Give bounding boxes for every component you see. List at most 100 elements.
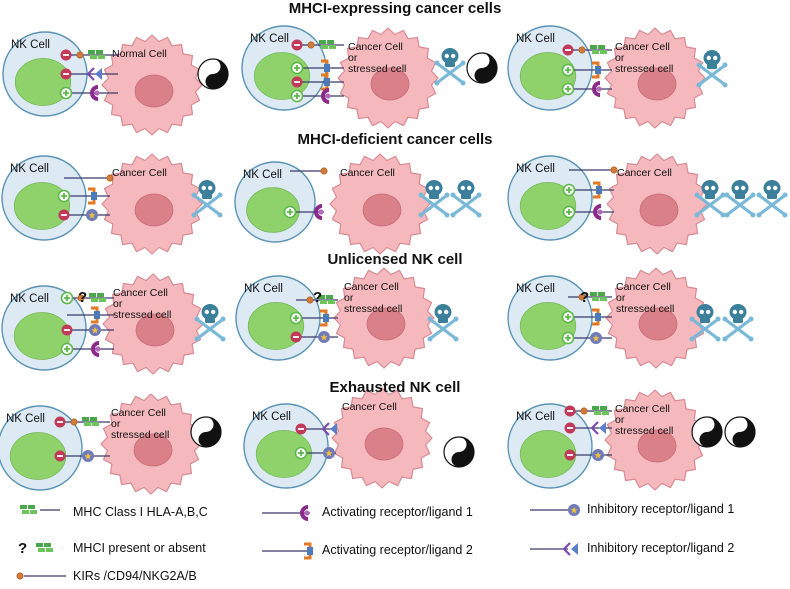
nk-cell-nucleus: [255, 430, 313, 478]
skull-crossbones-icon: [427, 304, 459, 342]
activating-receptor-1-icon: [321, 88, 331, 104]
inhibitory-receptor-1-icon: [82, 450, 94, 462]
skull-crossbones-icon: [191, 180, 223, 218]
plus-icon: [289, 311, 303, 325]
kir-receptor-icon: [320, 167, 328, 175]
inhibitory-receptor-2-icon: [86, 67, 102, 81]
nk-cell-label: NK Cell: [516, 33, 555, 45]
mhc-class-i-icon: [88, 50, 105, 59]
target-cell-nucleus: [639, 193, 679, 227]
nk-cell-nucleus: [247, 302, 305, 350]
kir-receptor-icon: [578, 293, 586, 301]
receptor-pairs: [297, 40, 344, 104]
activating-receptor-2-icon: [592, 308, 601, 326]
minus-icon: [562, 44, 574, 56]
receptor-pairs: [66, 50, 118, 101]
plus-icon: [283, 205, 297, 219]
target-cell-nucleus: [364, 427, 404, 461]
skull-crossbones-icon: [450, 180, 482, 218]
minus-icon: [291, 39, 303, 51]
nk-cell: NK Cell: [234, 161, 316, 243]
nk-cell: NK Cell: [1, 155, 87, 241]
target-cell-label: Cancer Cell: [615, 41, 670, 53]
plus-icon: [60, 291, 74, 305]
mhc-class-i-icon: [590, 292, 607, 301]
target-cell-nucleus: [637, 429, 677, 463]
nk-cell: NK Cell: [0, 405, 83, 491]
cancer-cell: Cancer Cell: [329, 153, 431, 255]
kir-receptor-icon: [610, 166, 618, 174]
question-mark: ?: [313, 289, 322, 306]
activating-receptor-2-icon: [592, 61, 601, 79]
mhc-class-i-icon: [319, 40, 336, 49]
target-cell-nucleus: [366, 307, 406, 341]
legend-inh2-label: Inhibitory receptor/ligand 2: [587, 541, 735, 555]
target-cell-label: or: [615, 414, 625, 426]
plus-icon: [294, 446, 308, 460]
target-cell-label: Cancer Cell: [342, 401, 397, 413]
mhc-class-i-icon: [318, 295, 335, 304]
inhibitory-receptor-1-icon: [86, 209, 98, 221]
target-cell-label: Cancer Cell: [340, 167, 395, 179]
target-cell-label: Cancer Cell: [616, 281, 671, 293]
target-cell-label: Cancer Cell: [617, 167, 672, 179]
target-cell-label: or: [615, 52, 625, 64]
legend-act1-label: Activating receptor/ligand 1: [322, 505, 473, 519]
target-cell-nucleus: [637, 67, 677, 101]
target-cell-label: Cancer Cell: [348, 41, 403, 53]
mhc-class-i-icon: [89, 293, 106, 302]
target-cell-label: Cancer Cell: [113, 287, 168, 299]
minus-icon: [291, 76, 303, 88]
receptor-pairs: [568, 292, 612, 344]
plus-icon: [59, 86, 73, 100]
nk-cell-label: NK Cell: [10, 163, 49, 175]
activating-receptor-1-icon: [314, 204, 324, 220]
activating-receptor-2-icon: [91, 306, 100, 324]
skull-crossbones-icon: [694, 180, 726, 218]
section-title-mhci-deficient: MHCI-deficient cancer cells: [297, 131, 493, 148]
cancer-cell: Cancer Cell: [331, 387, 433, 489]
skull-crossbones-icon: [756, 180, 788, 218]
skull-crossbones-icon: [194, 304, 226, 342]
mhc-class-i-icon: [592, 406, 609, 415]
minus-icon: [60, 49, 72, 61]
target-cell-nucleus: [134, 74, 174, 108]
yin-yang-icon: [691, 416, 723, 448]
nk-cell-nucleus: [519, 430, 577, 478]
target-cell-label: stressed cell: [111, 429, 169, 441]
nk-cell-label: NK Cell: [250, 33, 289, 45]
target-cell-label: or: [344, 292, 354, 304]
legend-act2-label: Activating receptor/ligand 2: [322, 543, 473, 557]
nk-cell-nucleus: [519, 182, 577, 230]
nk-cell: NK Cell: [507, 403, 593, 489]
activating-receptor-2-icon: [321, 73, 330, 91]
section-title-exhausted: Exhausted NK cell: [329, 379, 461, 396]
minus-icon: [58, 209, 70, 221]
activating-receptor-2-icon: [304, 542, 313, 560]
receptor-pairs: [301, 422, 337, 459]
receptor-pairs: [568, 45, 612, 97]
question-mark: ?: [580, 289, 589, 306]
kir-receptor-icon: [307, 41, 315, 49]
target-cell-label: stressed cell: [616, 303, 674, 315]
kir-receptor-icon: [16, 572, 24, 580]
target-cell-label: Cancer Cell: [111, 407, 166, 419]
legend-question-mark: ?: [18, 540, 27, 557]
skull-crossbones-icon: [689, 304, 721, 342]
minus-icon: [295, 423, 307, 435]
nk-cell-label: NK Cell: [516, 411, 555, 423]
plus-icon: [60, 342, 74, 356]
target-cell-nucleus: [370, 67, 410, 101]
kir-receptor-icon: [76, 51, 84, 59]
kir-receptor-icon: [578, 46, 586, 54]
minus-icon: [564, 449, 576, 461]
legend: ?: [16, 504, 580, 580]
skull-crossbones-icon: [434, 48, 466, 86]
target-cell-label: Cancer Cell: [615, 403, 670, 415]
inhibitory-receptor-2-icon: [562, 542, 578, 556]
